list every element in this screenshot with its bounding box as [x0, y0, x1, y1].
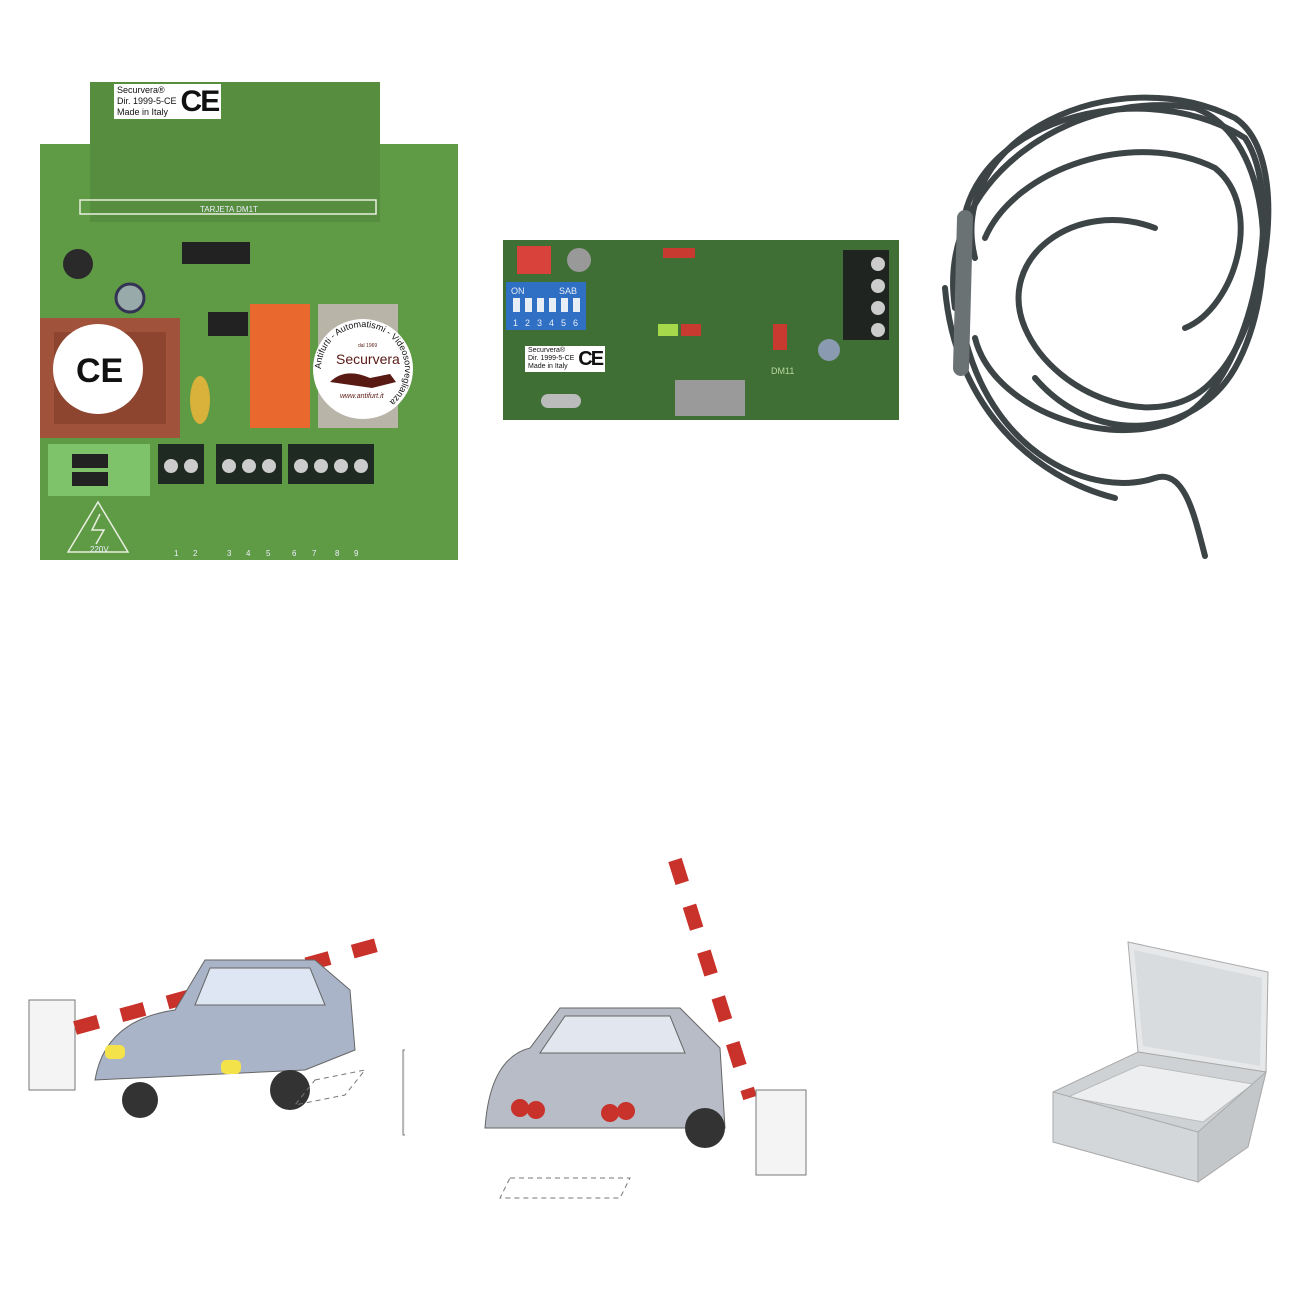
website-text: www.antifurt.it	[340, 393, 385, 400]
label-brand: Securvera®	[117, 85, 165, 95]
terminal-number: 9	[354, 549, 359, 558]
terminal-number: 1	[174, 549, 179, 558]
loop-detector-cable	[942, 94, 1272, 559]
label-directive: Dir. 1999-5-CE	[528, 355, 575, 362]
terminal-number: 5	[266, 549, 271, 558]
brand-logo-text: Securvera	[336, 351, 400, 367]
terminal-number: 8	[335, 549, 340, 558]
label-brand: Securvera®	[528, 347, 566, 354]
receiver-board-image: ON SAB 1 2 3 4 5 6 DM11	[503, 240, 899, 420]
dip-position: 2	[525, 318, 530, 328]
dip-position: 1	[513, 318, 518, 328]
dip-on-label: ON	[511, 286, 525, 296]
ce-mark: CE	[180, 84, 221, 118]
main-control-board: TARJETA DM1T 220V 1 2 3 4 5 6 7 8 9	[40, 82, 460, 562]
terminal-number: 6	[292, 549, 297, 558]
label-origin: Made in Italy	[528, 363, 568, 370]
dip-position: 5	[561, 318, 566, 328]
dip-position: 6	[573, 318, 578, 328]
main-board-image: TARJETA DM1T 220V 1 2 3 4 5 6 7 8 9	[40, 82, 458, 560]
dip-position: 4	[549, 318, 554, 328]
terminal-number: 4	[246, 549, 251, 558]
terminal-number: 2	[193, 549, 198, 558]
terminal-number: 3	[227, 549, 232, 558]
voltage-label: 220V	[90, 545, 109, 554]
ce-compliance-label: Securvera® Dir. 1999-5-CE Made in Italy …	[525, 346, 606, 372]
label-directive: Dir. 1999-5-CE	[117, 96, 177, 106]
silkscreen-title: TARJETA DM1T	[200, 205, 258, 214]
junction-box	[1052, 941, 1269, 1183]
receiver-board: ON SAB 1 2 3 4 5 6 DM11 Securvera® Dir. …	[503, 240, 899, 420]
barrier-illustration-closing	[28, 933, 405, 1136]
ce-mark: CE	[578, 348, 604, 370]
ce-compliance-label: Securvera® Dir. 1999-5-CE Made in Italy …	[114, 84, 222, 119]
dip-sab-label: SAB	[559, 286, 577, 296]
barrier-illustration-open	[484, 858, 807, 1199]
dip-position: 3	[537, 318, 542, 328]
terminal-number: 7	[312, 549, 317, 558]
ce-sticker-mark: CE	[76, 352, 123, 390]
since-text: dal 1969	[358, 343, 377, 349]
model-label: DM11	[771, 366, 794, 376]
label-origin: Made in Italy	[117, 107, 169, 117]
